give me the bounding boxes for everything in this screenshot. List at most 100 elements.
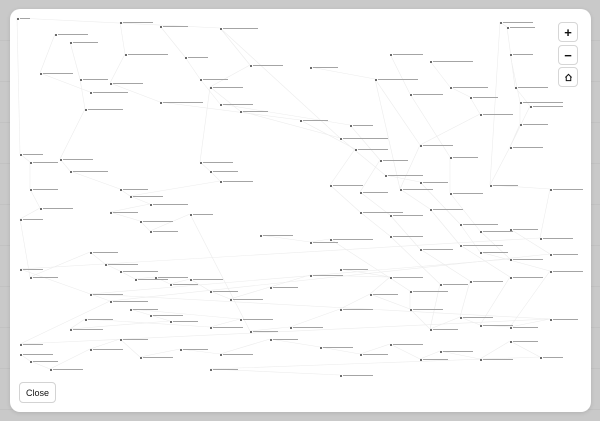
graph-node[interactable] <box>90 293 123 296</box>
graph-node[interactable] <box>150 203 188 206</box>
reset-view-button[interactable] <box>558 67 578 87</box>
zoom-in-button[interactable]: + <box>558 22 578 42</box>
graph-node[interactable] <box>520 101 563 104</box>
graph-node[interactable] <box>430 208 463 211</box>
graph-node[interactable] <box>330 238 373 241</box>
graph-node[interactable] <box>70 328 103 331</box>
graph-node[interactable] <box>110 300 148 303</box>
graph-node[interactable] <box>160 25 188 28</box>
graph-node[interactable] <box>80 78 108 81</box>
graph-node[interactable] <box>40 207 73 210</box>
graph-node[interactable] <box>550 253 578 256</box>
graph-node[interactable] <box>470 96 498 99</box>
graph-node[interactable] <box>200 78 228 81</box>
graph-node[interactable] <box>515 86 548 89</box>
graph-node[interactable] <box>30 276 58 279</box>
graph-node[interactable] <box>375 78 418 81</box>
graph-node[interactable] <box>90 91 128 94</box>
graph-node[interactable] <box>20 153 43 156</box>
graph-node[interactable] <box>17 17 30 20</box>
graph-node[interactable] <box>390 235 423 238</box>
graph-node[interactable] <box>180 348 208 351</box>
graph-node[interactable] <box>390 276 423 279</box>
graph-node[interactable] <box>480 113 513 116</box>
graph-node[interactable] <box>30 188 58 191</box>
graph-node[interactable] <box>340 374 373 377</box>
graph-node[interactable] <box>230 298 263 301</box>
graph-node[interactable] <box>550 318 578 321</box>
graph-node[interactable] <box>85 318 113 321</box>
graph-node[interactable] <box>310 241 338 244</box>
graph-node[interactable] <box>510 326 538 329</box>
graph-node[interactable] <box>210 170 238 173</box>
graph-node[interactable] <box>410 290 448 293</box>
graph-node[interactable] <box>420 248 453 251</box>
graph-node[interactable] <box>540 237 573 240</box>
graph-node[interactable] <box>250 64 283 67</box>
graph-node[interactable] <box>310 274 343 277</box>
graph-node[interactable] <box>125 53 168 56</box>
graph-node[interactable] <box>150 230 178 233</box>
graph-node[interactable] <box>450 86 488 89</box>
graph-node[interactable] <box>120 21 153 24</box>
graph-node[interactable] <box>210 326 243 329</box>
graph-node[interactable] <box>210 86 243 89</box>
graph-node[interactable] <box>510 276 543 279</box>
graph-node[interactable] <box>170 283 198 286</box>
graph-node[interactable] <box>500 21 533 24</box>
graph-node[interactable] <box>70 170 108 173</box>
graph-node[interactable] <box>30 360 58 363</box>
zoom-out-button[interactable]: − <box>558 45 578 65</box>
graph-node[interactable] <box>410 93 443 96</box>
graph-node[interactable] <box>270 338 298 341</box>
graph-node[interactable] <box>480 324 513 327</box>
graph-node[interactable] <box>130 308 158 311</box>
graph-node[interactable] <box>185 56 208 59</box>
graph-node[interactable] <box>240 110 268 113</box>
graph-node[interactable] <box>355 148 388 151</box>
graph-node[interactable] <box>135 278 168 281</box>
close-button[interactable]: Close <box>19 382 56 403</box>
graph-node[interactable] <box>50 368 83 371</box>
graph-node[interactable] <box>420 358 448 361</box>
graph-node[interactable] <box>420 181 448 184</box>
graph-node[interactable] <box>340 268 368 271</box>
graph-node[interactable] <box>480 230 513 233</box>
graph-node[interactable] <box>510 258 543 261</box>
graph-node[interactable] <box>480 251 508 254</box>
graph-node[interactable] <box>70 41 98 44</box>
graph-node[interactable] <box>170 320 198 323</box>
graph-node[interactable] <box>410 308 443 311</box>
graph-node[interactable] <box>120 270 158 273</box>
graph-node[interactable] <box>550 270 583 273</box>
graph-node[interactable] <box>340 308 373 311</box>
graph-node[interactable] <box>340 137 388 140</box>
graph-node[interactable] <box>360 211 403 214</box>
graph-node[interactable] <box>510 228 538 231</box>
graph-node[interactable] <box>120 338 148 341</box>
graph-node[interactable] <box>250 330 278 333</box>
graph-node[interactable] <box>390 53 423 56</box>
graph-node[interactable] <box>240 318 273 321</box>
graph-node[interactable] <box>440 283 468 286</box>
graph-node[interactable] <box>120 188 148 191</box>
graph-node[interactable] <box>440 350 473 353</box>
graph-node[interactable] <box>460 223 498 226</box>
graph-node[interactable] <box>320 346 353 349</box>
graph-node[interactable] <box>55 33 88 36</box>
graph-node[interactable] <box>470 280 503 283</box>
graph-node[interactable] <box>490 184 518 187</box>
graph-node[interactable] <box>480 358 513 361</box>
graph-node[interactable] <box>385 174 423 177</box>
graph-node[interactable] <box>390 214 423 217</box>
graph-node[interactable] <box>460 316 493 319</box>
graph-node[interactable] <box>430 60 473 63</box>
graph-node[interactable] <box>190 278 223 281</box>
graph-node[interactable] <box>450 156 478 159</box>
graph-node[interactable] <box>360 191 388 194</box>
graph-node[interactable] <box>530 105 563 108</box>
graph-node[interactable] <box>300 119 328 122</box>
graph-node[interactable] <box>540 356 563 359</box>
graph-node[interactable] <box>30 161 58 164</box>
graph-node[interactable] <box>220 27 258 30</box>
